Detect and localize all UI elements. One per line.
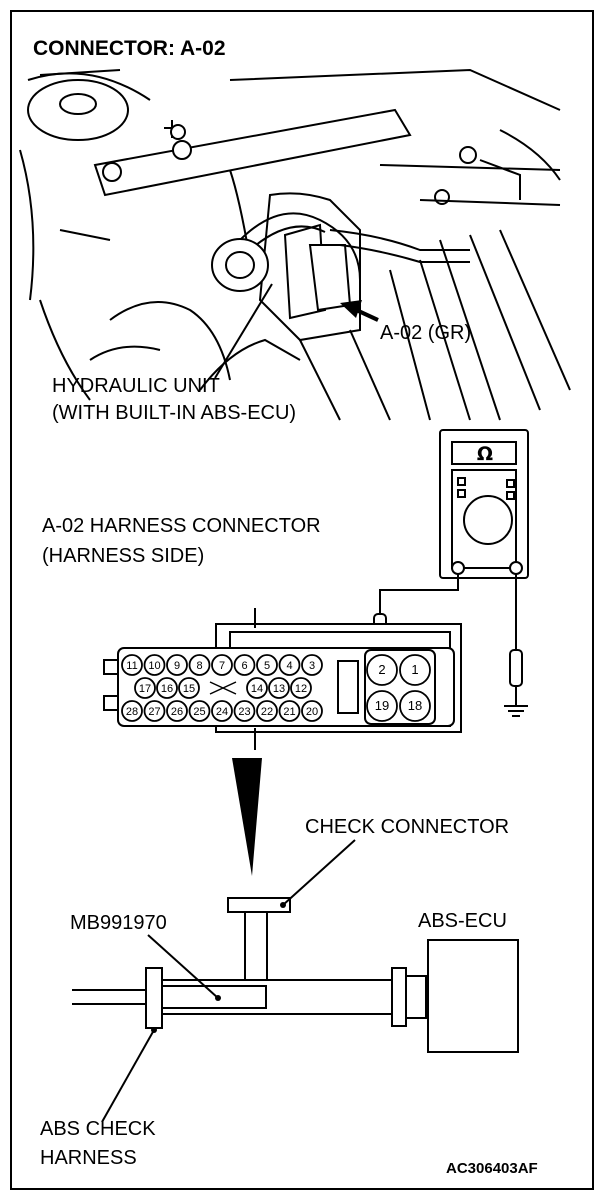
blank-cavity-marker [209,681,237,695]
ohmmeter [439,429,529,579]
pin-28-socket [121,700,143,722]
pin-3-label: 3 [309,660,315,672]
hydraulic-unit-label: HYDRAULIC UNIT [52,375,220,397]
pin-21-label: 21 [283,706,295,718]
check-connector-label: CHECK CONNECTOR [305,816,510,838]
pin-17-label: 17 [139,683,151,695]
pin-5-socket [256,654,278,676]
pin-13-label: 13 [273,683,285,695]
ohm-symbol: Ω [477,443,493,465]
pin-6-label: 6 [241,660,247,672]
pin-10-label: 10 [148,660,160,672]
pin-20-socket [301,700,323,722]
pin-15-label: 15 [183,683,195,695]
pin-19-label: 19 [375,698,389,713]
tool-leader [147,934,219,999]
pin-21-socket [278,700,301,722]
harness-left-lines [72,989,146,1005]
pin-1-label: 1 [411,662,418,677]
pin-8-socket [188,654,211,676]
pin-22-socket [256,700,278,722]
check-connector-leader [282,839,356,906]
pin-7-socket [211,654,233,676]
pin-1-socket [399,654,431,686]
figure-code: AC306403AF [446,1160,538,1177]
pin-3-socket [301,654,323,676]
pin-10-socket [143,654,166,676]
pin-13-socket [268,677,290,699]
pin-7-label: 7 [219,660,225,672]
pin-16-socket [156,677,178,699]
pin-19-socket [366,690,398,722]
hydraulic-unit-leader [214,283,273,379]
pin-28-label: 28 [126,706,138,718]
pin-4-label: 4 [286,660,292,672]
pin-15-socket [178,677,200,699]
pin-17-socket [134,677,156,699]
engine-bay-illustration [19,68,571,421]
pin-9-label: 9 [174,660,180,672]
check-harness-sublabel: HARNESS [40,1147,137,1169]
pin-4-socket [278,654,301,676]
pin-2-label: 2 [378,662,385,677]
check-harness-setup [145,897,519,1053]
pin-8-label: 8 [196,660,202,672]
check-harness-leader [101,1029,155,1123]
pin-23-socket [233,700,256,722]
abs-ecu-label: ABS-ECU [418,910,507,932]
zoom-wedge [232,758,262,876]
pin-14-socket [246,677,268,699]
connector-callout-label: A-02 (GR) [380,322,472,344]
pin-14-label: 14 [251,683,263,695]
pin-27-socket [143,700,166,722]
pin-6-socket [233,654,256,676]
pin-9-socket [166,654,188,676]
diagram-title: CONNECTOR: A-02 [33,37,226,60]
pin-11-label: 11 [126,660,137,672]
pin-24-socket [211,700,233,722]
pin-27-label: 27 [148,706,160,718]
pin-20-label: 20 [306,706,318,718]
check-harness-label: ABS CHECK [40,1118,156,1140]
harness-side-label: (HARNESS SIDE) [42,545,205,567]
pin-16-label: 16 [161,683,173,695]
pin-25-label: 25 [193,706,205,718]
pin-18-label: 18 [408,698,422,713]
pin-26-label: 26 [171,706,183,718]
pin-11-socket [121,654,143,676]
pin-24-label: 24 [216,706,228,718]
pin-22-label: 22 [261,706,273,718]
pin-25-socket [188,700,211,722]
pin-26-socket [166,700,188,722]
pin-18-socket [399,690,431,722]
hydraulic-unit-sublabel: (WITH BUILT-IN ABS-ECU) [52,402,297,424]
connector-arrow-head [340,300,362,318]
pin-12-socket [290,677,312,699]
pin-23-label: 23 [238,706,250,718]
harness-connector-label: A-02 HARNESS CONNECTOR [42,515,321,537]
pin-12-label: 12 [295,683,307,695]
tool-number-label: MB991970 [70,912,167,934]
pin-5-label: 5 [264,660,270,672]
pin-2-socket [366,654,398,686]
